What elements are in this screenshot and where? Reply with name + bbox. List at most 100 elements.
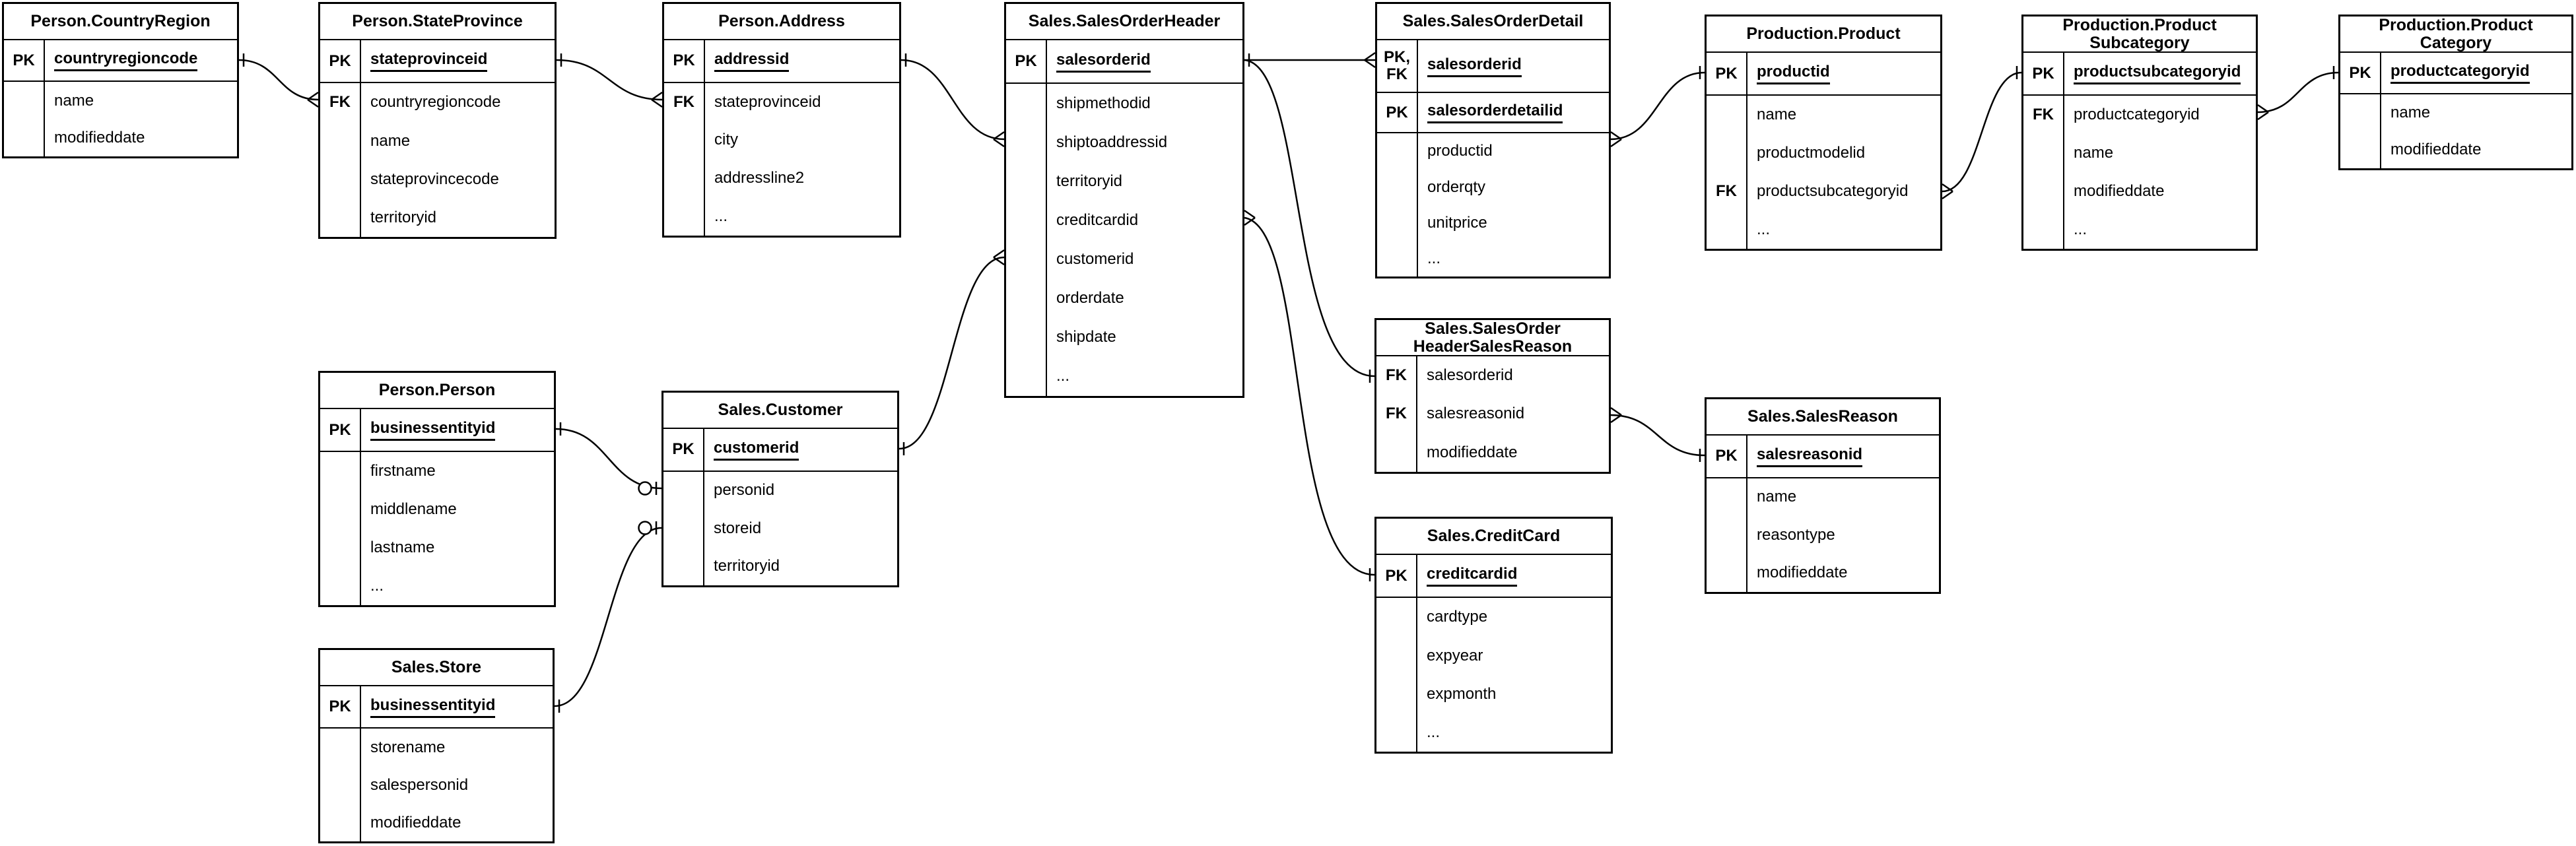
field-row: stateprovincecode xyxy=(320,160,555,199)
relationship-line[interactable] xyxy=(1942,71,2022,193)
field-row: storename xyxy=(320,729,553,766)
key-label xyxy=(663,509,703,548)
key-label xyxy=(1377,241,1417,277)
field-name-cell: modifieddate xyxy=(44,129,237,147)
relationship-salesorderheader-to-headersalesreason[interactable] xyxy=(1244,59,1375,383)
field-row: ... xyxy=(1377,241,1609,277)
field-name-cell: territoryid xyxy=(1046,172,1242,191)
field-name: shipdate xyxy=(1056,328,1116,346)
field-name: ... xyxy=(1427,249,1441,267)
relationship-store-to-customer[interactable] xyxy=(554,521,662,713)
key-column-divider xyxy=(1746,53,1747,249)
primary-key-field-name: creditcardid xyxy=(1427,565,1518,587)
field-name-cell: modifieddate xyxy=(1746,564,1939,582)
key-label xyxy=(1707,211,1746,249)
key-label xyxy=(1377,133,1417,169)
field-name: stateprovinceid xyxy=(714,92,821,111)
key-label xyxy=(320,452,360,490)
key-column-divider xyxy=(44,40,45,156)
key-label xyxy=(1377,205,1417,241)
key-label: FK xyxy=(1386,405,1407,423)
field-name-cell: ... xyxy=(704,207,899,226)
field-name: modifieddate xyxy=(370,813,461,831)
key-label xyxy=(320,121,360,160)
relationship-stateprovince-to-address[interactable] xyxy=(556,53,663,108)
relationship-line[interactable] xyxy=(555,428,662,490)
key-label xyxy=(320,160,360,199)
field-name: orderdate xyxy=(1056,289,1124,308)
field-name-cell: ... xyxy=(2063,220,2256,239)
key-label xyxy=(1376,434,1416,472)
field-name-cell: shipdate xyxy=(1046,328,1242,346)
relationship-line[interactable] xyxy=(556,59,663,101)
key-label xyxy=(320,804,360,841)
field-name-cell: territoryid xyxy=(360,209,555,227)
relationship-line[interactable] xyxy=(900,59,1005,141)
relationship-customer-to-salesorderheader[interactable] xyxy=(898,249,1005,455)
key-label xyxy=(1006,201,1046,240)
field-row: lastname xyxy=(320,529,554,567)
relationship-salesorderheader-to-creditcard[interactable] xyxy=(1244,209,1375,581)
field-row: unitprice xyxy=(1377,205,1609,241)
key-label xyxy=(1006,240,1046,279)
key-label xyxy=(2023,172,2063,211)
relationship-person-to-customer[interactable] xyxy=(555,422,662,496)
field-name: lastname xyxy=(370,538,435,556)
key-label xyxy=(1006,318,1046,357)
relationship-line[interactable] xyxy=(1610,71,1705,141)
primary-key-field-name: businessentityid xyxy=(370,696,496,718)
relationship-line[interactable] xyxy=(2257,71,2339,114)
field-name: ... xyxy=(2074,220,2087,238)
field-name: productid xyxy=(1427,142,1493,160)
relationship-line[interactable] xyxy=(1244,59,1375,377)
key-label: PK xyxy=(1715,447,1738,465)
field-name-cell: productsubcategoryid xyxy=(1746,182,1940,201)
relationship-address-to-salesorderheader[interactable] xyxy=(900,53,1005,148)
field-name-cell: unitprice xyxy=(1417,214,1609,232)
field-name-cell: modifieddate xyxy=(1416,443,1609,462)
relationship-product-to-productsubcategory[interactable] xyxy=(1942,66,2022,200)
key-label xyxy=(320,490,360,529)
field-row: modifieddate xyxy=(1376,434,1609,472)
relationship-salesorderdetail-to-product[interactable] xyxy=(1610,66,1705,148)
entity-title: Person.Person xyxy=(320,373,554,409)
relationship-line[interactable] xyxy=(898,256,1005,450)
field-name: name xyxy=(2074,144,2114,162)
key-label xyxy=(1376,675,1416,713)
relationship-countryregion-to-stateprovince[interactable] xyxy=(238,53,319,108)
relationship-line[interactable] xyxy=(1610,414,1705,457)
relationship-salesorderheader-to-salesorderdetail[interactable] xyxy=(1244,51,1376,69)
key-label: PK xyxy=(13,51,35,69)
primary-key-field-name: salesorderid xyxy=(1056,51,1151,73)
entity-title: Sales.SalesReason xyxy=(1707,399,1939,436)
field-row: salespersonid xyxy=(320,766,553,804)
field-row: expmonth xyxy=(1376,675,1611,713)
relationship-line[interactable] xyxy=(238,59,319,101)
relationship-line[interactable] xyxy=(1244,216,1375,576)
field-name-cell: orderqty xyxy=(1417,178,1609,197)
field-name: modifieddate xyxy=(2390,141,2482,158)
field-row: ... xyxy=(1376,713,1611,752)
entity-title: Sales.SalesOrder HeaderSalesReason xyxy=(1376,319,1609,356)
field-name-cell: businessentityid xyxy=(360,696,553,718)
relationship-line[interactable] xyxy=(554,527,662,707)
relationship-headersalesreason-to-salesreason[interactable] xyxy=(1610,407,1705,462)
relationship-productsubcategory-to-productcategory[interactable] xyxy=(2257,66,2339,121)
